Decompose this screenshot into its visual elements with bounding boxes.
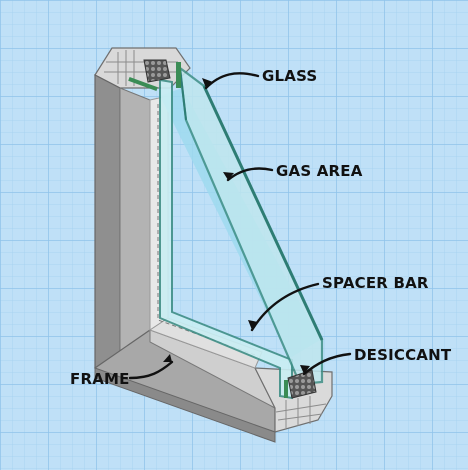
label-glass: GLASS: [262, 67, 317, 85]
frame-bottom-cap-chambers: [275, 396, 327, 428]
leader-frame: [128, 360, 174, 380]
leader-arrowheads: [163, 78, 310, 374]
label-gas-area: GAS AREA: [276, 162, 363, 180]
leader-gas-area: [226, 167, 274, 182]
desiccant-beads-icon: [143, 59, 317, 399]
label-spacer-bar: SPACER BAR: [322, 274, 429, 292]
frame-jamb-front: [94, 74, 121, 384]
label-frame: FRAME: [70, 370, 130, 388]
frame-sill-bottom: [94, 367, 276, 443]
label-desiccant: DESICCANT: [354, 346, 452, 364]
leader-desiccant: [302, 352, 352, 376]
glass-pane-icon: [159, 65, 324, 400]
glass-seals: [128, 62, 288, 398]
